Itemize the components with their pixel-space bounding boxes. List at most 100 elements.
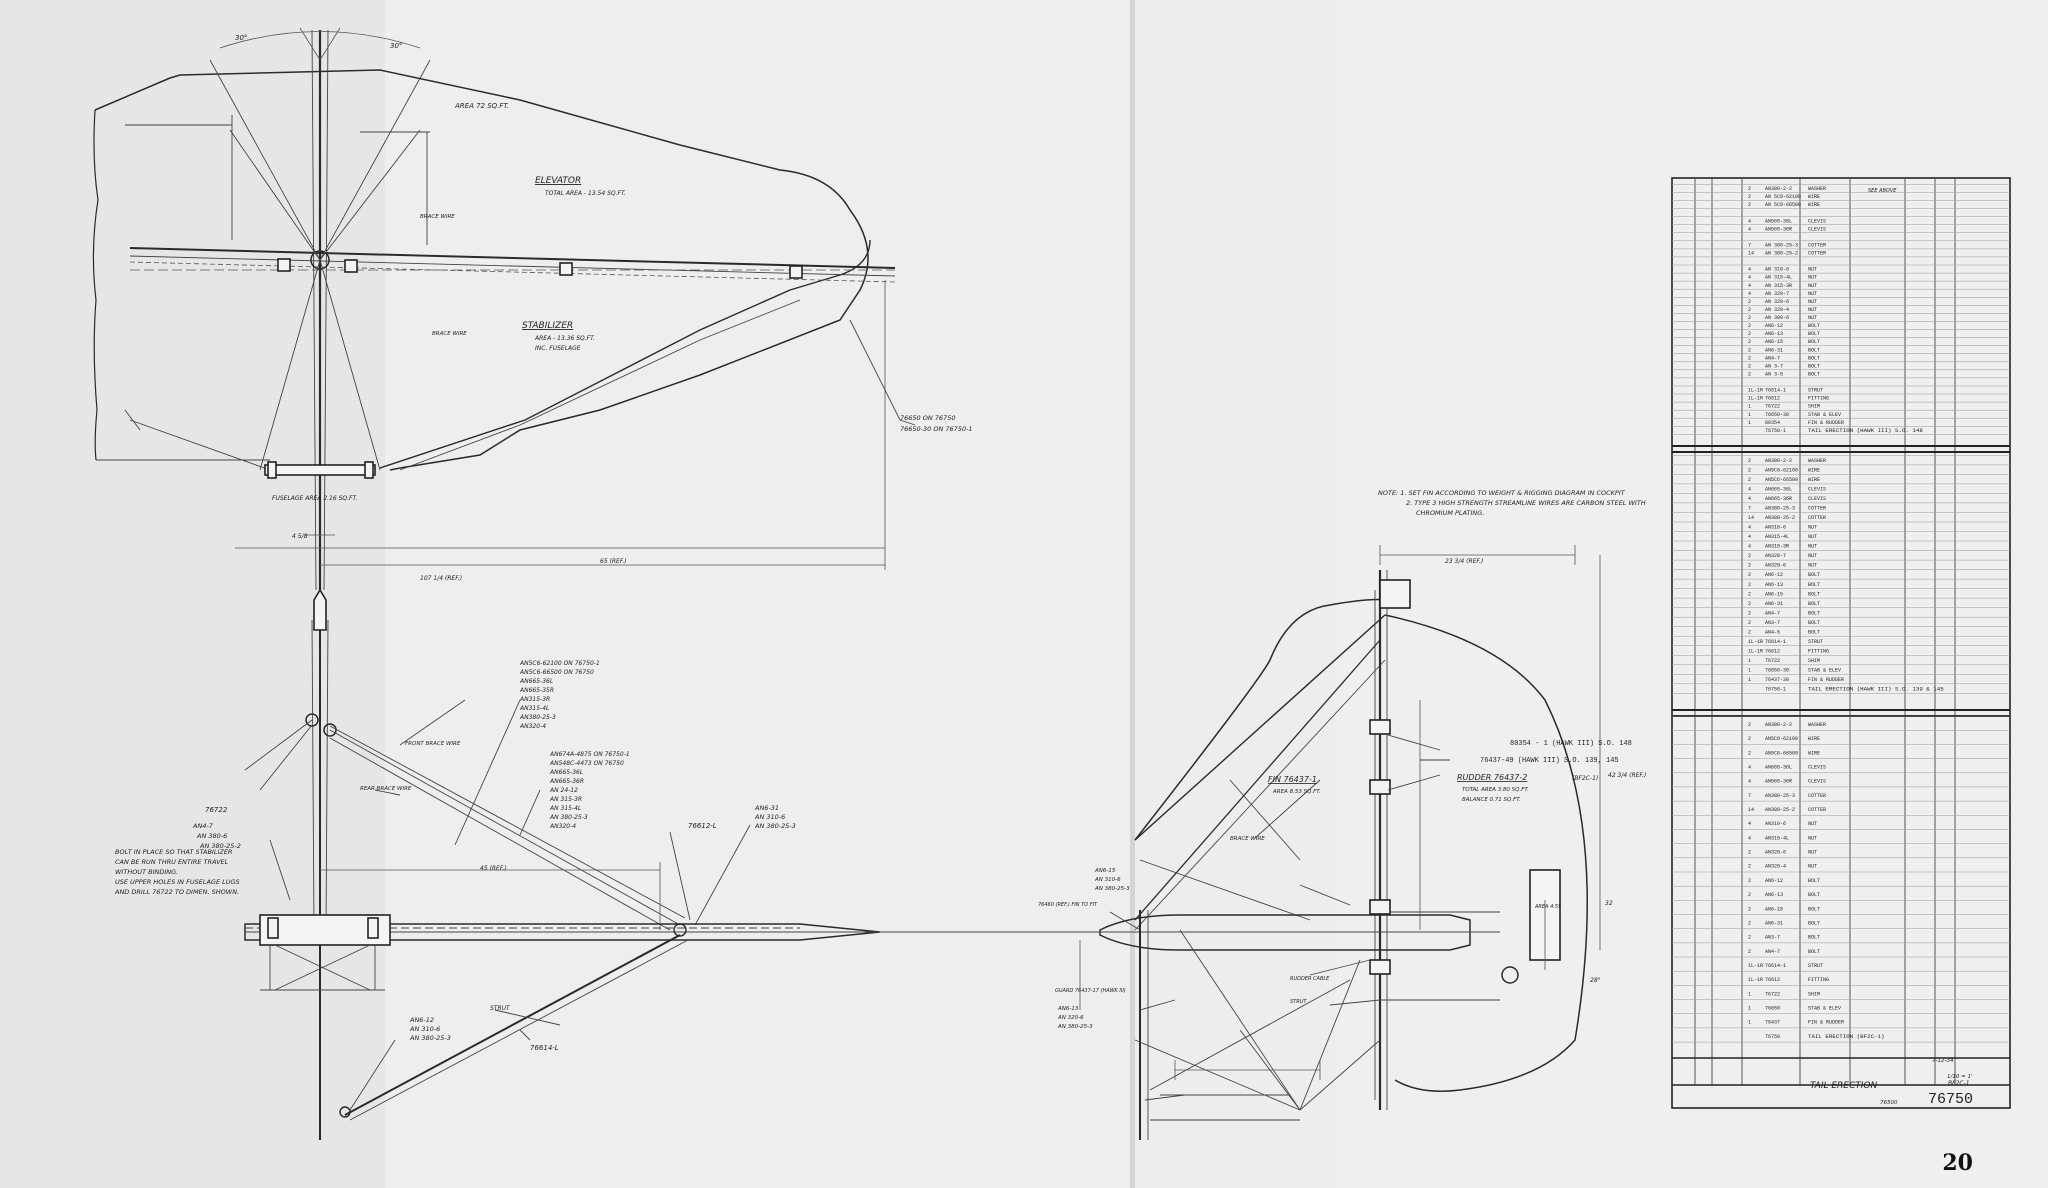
page-number: 20 [1942,1150,1973,1176]
bolt-note-1: CAN BE RUN THRU ENTIRE TRAVEL [115,858,229,866]
table-description: BOLT [1808,323,1820,329]
table-description: BOLT [1808,949,1820,955]
table-qty: 4 [1748,218,1751,224]
table-part-number: AN665-36R [1765,496,1792,502]
table-part-number: 76437-30 [1765,677,1789,683]
rudder-code: (BF2C-1) [1572,775,1598,782]
table-part-number: AN5C6-62100 [1765,736,1798,742]
table-side-note: SEE ABOVE [1868,188,1897,194]
table-description: WIRE [1808,736,1820,742]
table-qty: 14 [1748,251,1754,257]
table-qty: 4 [1748,525,1751,531]
stabilizer-note: INC. FUSELAGE [535,345,581,352]
table-qty: 2 [1748,372,1751,378]
table-part-number: AN320-7 [1765,553,1786,559]
fin-lower-callout-1: AN 310-6 [1094,877,1121,883]
table-description: COTTER [1808,251,1826,257]
table-part-number: AN 320-4 [1765,307,1789,313]
table-description: TAIL ERECTION (HAWK III) S.O. 139 & 145 [1808,686,1944,693]
table-qty: 2 [1748,331,1751,337]
table-description: NUT [1808,291,1817,297]
table-description: BOLT [1808,331,1820,337]
paper-panel-3 [1135,0,1335,1188]
table-qty: 4 [1748,835,1751,841]
table-part-number: AN310-6 [1765,525,1786,531]
table-part-number: AN6-15 [1765,339,1783,345]
table-part-number: 76722 [1765,991,1780,997]
table-description: STRUT [1808,388,1823,394]
table-qty: 2 [1748,458,1751,464]
table-part-number: AN665-36L [1765,765,1792,771]
callout-76722: 76722 [205,806,228,814]
fuselage-area: FUSELAGE AREA 2.16 SQ.FT. [272,495,357,502]
table-description: STRUT [1808,639,1823,645]
angle-label-right: 30° [390,42,402,50]
title-block-scale: 1/10 = 1' [1947,1074,1972,1080]
table-description: BOLT [1808,591,1820,597]
table-description: NUT [1808,850,1817,856]
fin-lower-callout-7: AN6-13 [1057,1006,1079,1012]
table-part-number: 76614-1 [1765,639,1786,645]
an6-12-0: AN6-12 [409,1016,434,1024]
an6-12-1: AN 310-6 [409,1025,440,1033]
table-part-number: AN6-12 [1765,572,1783,578]
front-brace-wire: FRONT BRACE WIRE [405,741,461,747]
table-description: FIN & RUDDER [1808,420,1844,426]
table-description: COTTER [1808,515,1826,521]
table-qty: 4 [1748,291,1751,297]
table-description: NUT [1808,275,1817,281]
table-qty: 2 [1748,629,1751,635]
stabilizer-ref-2: 76650-30 ON 76750-1 [900,425,973,433]
fin-lower-callout-8: AN 320-6 [1057,1015,1084,1021]
table-part-number: AN315-3R [1765,544,1789,550]
table-qty: 2 [1748,935,1751,941]
part-an6-31-0: AN6-31 [754,804,779,812]
table-qty: 2 [1748,582,1751,588]
table-qty: 2 [1748,315,1751,321]
table-description: NUT [1808,299,1817,305]
strut-label: STRUT [490,1005,511,1012]
table-qty: 2 [1748,610,1751,616]
table-part-number: AN665-36L [1765,487,1792,493]
part-stack-b-8: AN320-4 [549,823,576,830]
table-part-number: AN 310-6 [1765,267,1789,273]
fin-callout-2: 42 3/4 (REF.) [1608,772,1646,779]
table-qty: 2 [1748,572,1751,578]
table-description: NUT [1808,563,1817,569]
table-description: STAB & ELEV [1808,412,1841,418]
note-line-1: 2. TYPE 3 HIGH STRENGTH STREAMLINE WIRES… [1406,499,1646,507]
title-block-title: TAIL ERECTION [1810,1081,1878,1091]
table-part-number: AN6-31 [1765,920,1783,926]
title-block-model: BF2C-1 [1948,1080,1970,1087]
callout-an4-7: AN4-7 [192,822,214,830]
table-qty: 2 [1748,892,1751,898]
table-description: STAB & ELEV [1808,1006,1841,1012]
rudder-horn-label: AREA 4.55 [1534,904,1561,910]
table-description: FIN & RUDDER [1808,677,1844,683]
table-qty: 1L-1R [1748,977,1763,983]
fin-lower-callout-9: AN 380-25-3 [1057,1024,1093,1030]
table-part-number: AN6-13 [1765,582,1783,588]
table-description: NUT [1808,525,1817,531]
table-part-number: 76612 [1765,977,1780,983]
table-part-number: AN665-36R [1765,779,1792,785]
table-qty: 4 [1748,534,1751,540]
table-description: NUT [1808,307,1817,313]
bolt-note-3: USE UPPER HOLES IN FUSELAGE LUGS [115,878,240,886]
table-description: NUT [1808,267,1817,273]
table-part-number: AN5C6-66500 [1765,750,1798,756]
table-part-number: 76722 [1765,658,1780,664]
table-description: WIRE [1808,750,1820,756]
table-description: BOLT [1808,878,1820,884]
rear-brace-wire: REAR BRACE WIRE [360,786,412,792]
elevator-area: TOTAL AREA - 13.54 SQ.FT. [545,190,626,197]
table-qty: 1 [1748,1006,1751,1012]
table-description: FIN & RUDDER [1808,1020,1844,1026]
table-part-number: AN320-6 [1765,563,1786,569]
table-qty: 2 [1748,750,1751,756]
callout-an380-25-2: AN 380-25-2 [199,842,241,850]
table-part-number: AN 320-7 [1765,291,1789,297]
table-description: NUT [1808,821,1817,827]
stabilizer-plan-view [92,27,916,591]
table-part-number: AN320-4 [1765,864,1786,870]
